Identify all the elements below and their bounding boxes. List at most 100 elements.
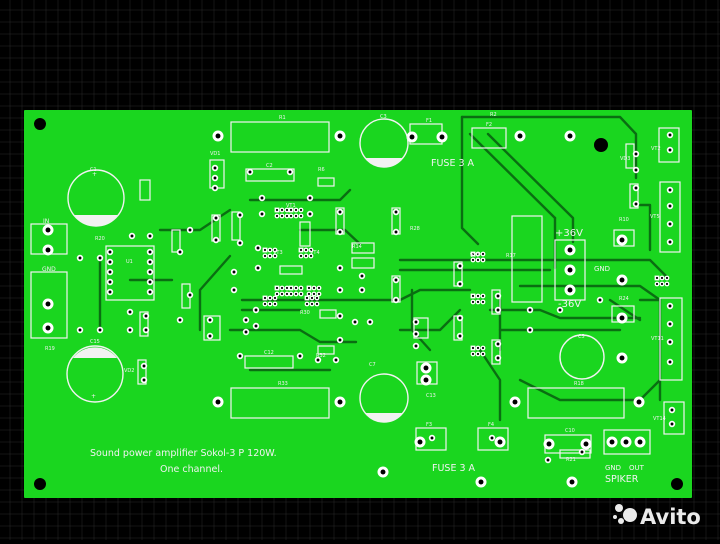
drill-hole	[668, 222, 672, 226]
drill-hole	[213, 166, 217, 170]
drill-hole	[481, 352, 485, 356]
ref-vt3: VT3	[273, 250, 283, 256]
ref-r28: R28	[410, 226, 420, 232]
ref-vt14: VT14	[653, 416, 666, 422]
drill-hole	[208, 318, 212, 322]
minus-36v-label: -36V	[558, 299, 581, 310]
small-component-outline	[491, 339, 501, 365]
drill-hole	[481, 258, 485, 262]
drill-hole	[471, 252, 475, 256]
drill-hole	[214, 238, 218, 242]
ref-f2: F2	[486, 122, 492, 128]
drill-hole	[334, 358, 338, 362]
electrolytic-capacitors: + +	[66, 118, 605, 423]
drill-hole	[108, 270, 112, 274]
avito-logo-dot-small	[618, 518, 624, 524]
drill-hole	[275, 286, 279, 290]
drill-hole	[496, 342, 500, 346]
drill-hole	[289, 208, 293, 212]
drill-hole	[130, 234, 134, 238]
ref-r18: R18	[574, 381, 584, 387]
drill-hole	[414, 320, 418, 324]
ref-r1: R1	[279, 115, 286, 121]
ref-c5: C5	[578, 334, 585, 340]
drill-hole	[285, 208, 289, 212]
resistor-r18-outline	[527, 387, 625, 419]
drill-hole	[78, 256, 82, 260]
ref-f1: F1	[426, 118, 432, 124]
ref-c13: C13	[426, 393, 436, 399]
ref-c1: C1	[90, 167, 97, 173]
drill-hole	[569, 479, 575, 485]
c15-plus: +	[91, 393, 96, 400]
drill-hole	[481, 300, 485, 304]
drill-hole	[409, 134, 415, 140]
ref-r10: R10	[619, 217, 629, 223]
drill-hole	[478, 479, 484, 485]
ref-r24: R24	[619, 296, 629, 302]
capacitor-c15: +	[66, 345, 124, 403]
drill-hole	[294, 292, 298, 296]
drill-hole	[609, 439, 615, 445]
drill-hole	[338, 314, 342, 318]
drill-hole	[481, 252, 485, 256]
output-gnd-label: GND	[605, 464, 621, 472]
mounting-hole-top-right	[594, 138, 608, 152]
drill-hole	[337, 133, 343, 139]
ref-vt1: VT1	[286, 203, 296, 209]
drill-hole	[558, 308, 562, 312]
board-title: Sound power amplifier Sokol-3 P 120W.	[90, 448, 277, 459]
drill-hole	[213, 176, 217, 180]
drill-hole	[294, 286, 298, 290]
drill-hole	[471, 294, 475, 298]
drill-hole	[188, 293, 192, 297]
drill-hole	[619, 355, 625, 361]
drill-hole	[308, 212, 312, 216]
drill-hole	[668, 133, 672, 137]
drill-hole	[312, 286, 316, 290]
drill-hole	[280, 292, 284, 296]
drill-hole	[238, 241, 242, 245]
drill-hole	[144, 314, 148, 318]
drill-hole	[310, 296, 314, 300]
ref-c10: C10	[565, 428, 575, 434]
drill-hole	[655, 276, 659, 280]
drill-hole	[668, 240, 672, 244]
ref-r6: R6	[318, 167, 325, 173]
drill-hole	[317, 292, 321, 296]
copper-trace	[240, 288, 472, 302]
capacitor-c2-outline	[245, 168, 295, 182]
avito-logo-dot-medium	[615, 504, 623, 512]
drill-hole	[232, 270, 236, 274]
drill-hole	[304, 254, 308, 258]
drill-hole	[528, 328, 532, 332]
drill-hole	[528, 308, 532, 312]
drill-hole	[623, 439, 629, 445]
drill-hole	[546, 441, 552, 447]
drill-hole	[567, 267, 573, 273]
drill-hole	[285, 214, 289, 218]
drill-hole	[148, 270, 152, 274]
drill-hole	[260, 212, 264, 216]
pcb-board	[24, 110, 692, 498]
ref-f3: F3	[426, 422, 432, 428]
drill-hole	[294, 208, 298, 212]
ic-u1-outline	[105, 245, 155, 301]
drill-hole	[299, 208, 303, 212]
drill-hole	[268, 296, 272, 300]
small-component-outline	[203, 315, 221, 341]
drill-hole	[580, 450, 584, 454]
ref-r14: R14	[352, 244, 362, 250]
drill-hole	[148, 234, 152, 238]
c1-plus: +	[92, 171, 97, 178]
drill-hole	[275, 214, 279, 218]
avito-watermark: Avito	[613, 504, 701, 529]
copper-trace	[488, 308, 642, 320]
drill-hole	[45, 325, 51, 331]
drill-hole	[338, 210, 342, 214]
drill-hole	[481, 346, 485, 350]
drill-hole	[128, 328, 132, 332]
component-pads	[42, 130, 676, 488]
small-component-outline	[299, 221, 311, 247]
drill-hole	[45, 227, 51, 233]
